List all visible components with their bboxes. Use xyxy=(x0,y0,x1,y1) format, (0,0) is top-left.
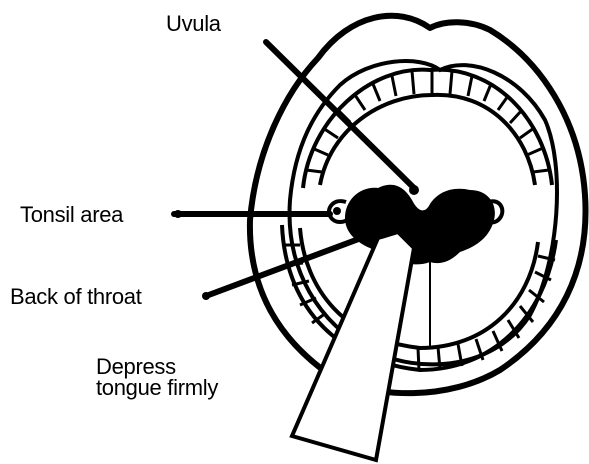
depress-tongue-line2: tongue firmly xyxy=(96,377,218,398)
throat-pointer-start xyxy=(202,292,210,300)
tonsil-area-label: Tonsil area xyxy=(20,204,123,226)
tonsil-pointer-start xyxy=(174,210,182,218)
depress-tongue-line1: Depress xyxy=(96,356,218,377)
tonsil-left-spot xyxy=(333,207,341,215)
back-of-throat-label: Back of throat xyxy=(10,286,142,308)
depress-tongue-label: Depress tongue firmly xyxy=(96,356,218,398)
uvula-pointer-tip xyxy=(409,185,419,195)
uvula-label: Uvula xyxy=(166,13,221,35)
